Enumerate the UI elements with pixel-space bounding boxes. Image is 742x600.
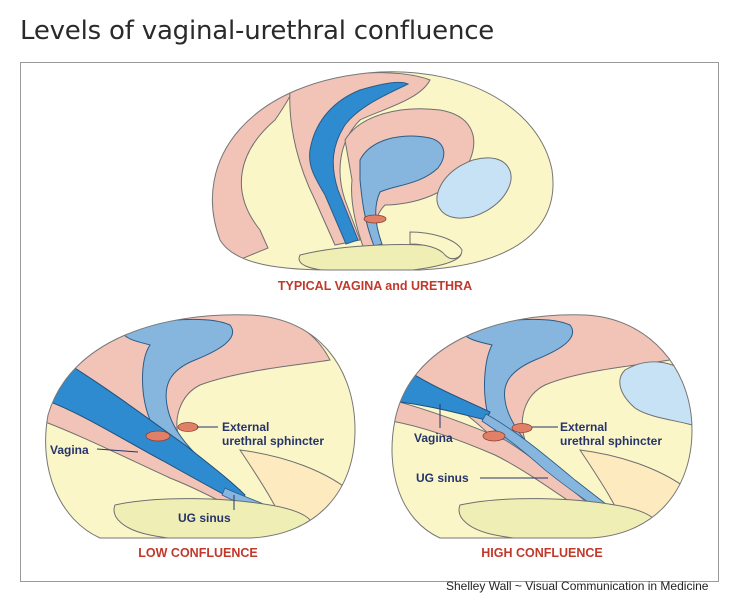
label-vagina-right: Vagina <box>414 431 453 445</box>
sphincter-right-a <box>482 430 506 442</box>
right-outline <box>391 314 693 539</box>
sphincter-left-b <box>177 422 199 432</box>
typical-outline <box>211 71 554 271</box>
label-sphincter-left-1: External <box>222 420 269 434</box>
credit-line: Shelley Wall ~ Visual Communication in M… <box>446 579 709 593</box>
label-sphincter-right-1: External <box>560 420 607 434</box>
left-outline <box>45 314 356 539</box>
vagina-typical <box>309 81 410 245</box>
label-sphincter-left-2: urethral sphincter <box>222 434 324 448</box>
label-vagina-left: Vagina <box>50 443 89 457</box>
low-confluence-panel: Vagina External urethral sphincter UG si… <box>45 314 356 560</box>
page-title: Levels of vaginal-urethral confluence <box>20 16 495 46</box>
caption-high: HIGH CONFLUENCE <box>481 546 603 560</box>
sphincter-left-a <box>145 430 171 442</box>
pubic-bone-right <box>619 361 692 426</box>
bladder-lumen <box>359 135 445 247</box>
pubic-bone-typical <box>436 157 512 219</box>
caption-low: LOW CONFLUENCE <box>138 546 257 560</box>
high-confluence-panel: Vagina External urethral sphincter UG si… <box>391 314 693 560</box>
label-ugsinus-left: UG sinus <box>178 511 231 525</box>
sphincter-right-b <box>511 423 533 433</box>
sphincter-typical <box>363 214 387 224</box>
label-sphincter-right-2: urethral sphincter <box>560 434 662 448</box>
label-ugsinus-right: UG sinus <box>416 471 469 485</box>
leader-vagina-left <box>96 448 139 453</box>
labia-typical <box>409 231 463 260</box>
caption-typical: TYPICAL VAGINA and URETHRA <box>278 279 472 293</box>
typical-panel: TYPICAL VAGINA and URETHRA <box>211 71 554 293</box>
